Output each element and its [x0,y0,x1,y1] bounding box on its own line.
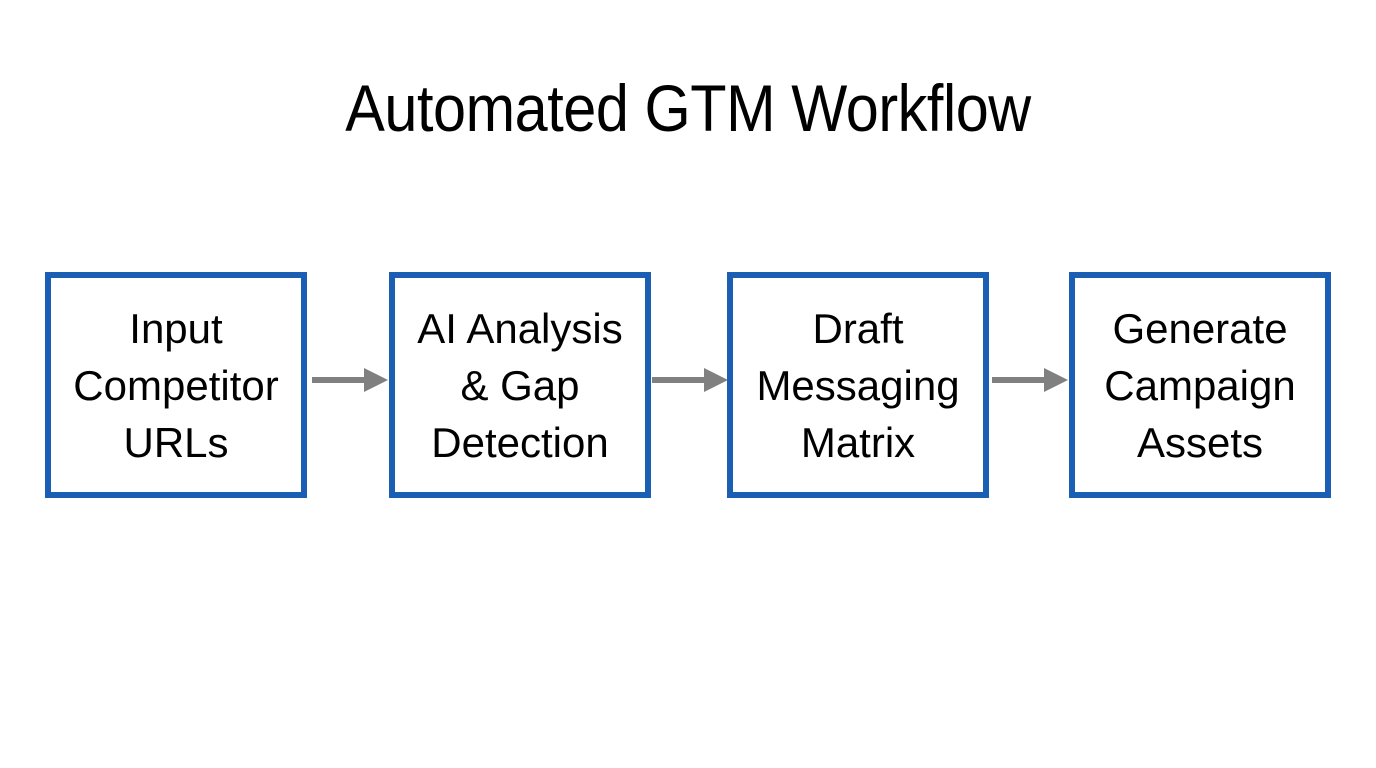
flow-node-generate-campaign-assets[interactable]: Generate Campaign Assets [1069,272,1331,498]
page-title: Automated GTM Workflow [345,71,1031,145]
flow-node-label: AI Analysis & Gap Detection [417,304,623,466]
flow-node-label: Input Competitor URLs [73,304,279,466]
flow-node-label: Generate Campaign Assets [1104,304,1296,466]
flow-node-ai-analysis-gap-detection[interactable]: AI Analysis & Gap Detection [389,272,651,498]
flow-arrow-right-icon [992,366,1068,394]
flow-node-input-competitor-urls[interactable]: Input Competitor URLs [45,272,307,498]
flow-node-label: Draft Messaging Matrix [756,304,960,466]
flow-arrow-right-icon [652,366,728,394]
flow-node-draft-messaging-matrix[interactable]: Draft Messaging Matrix [727,272,989,498]
flow-arrow-right-icon [312,366,388,394]
